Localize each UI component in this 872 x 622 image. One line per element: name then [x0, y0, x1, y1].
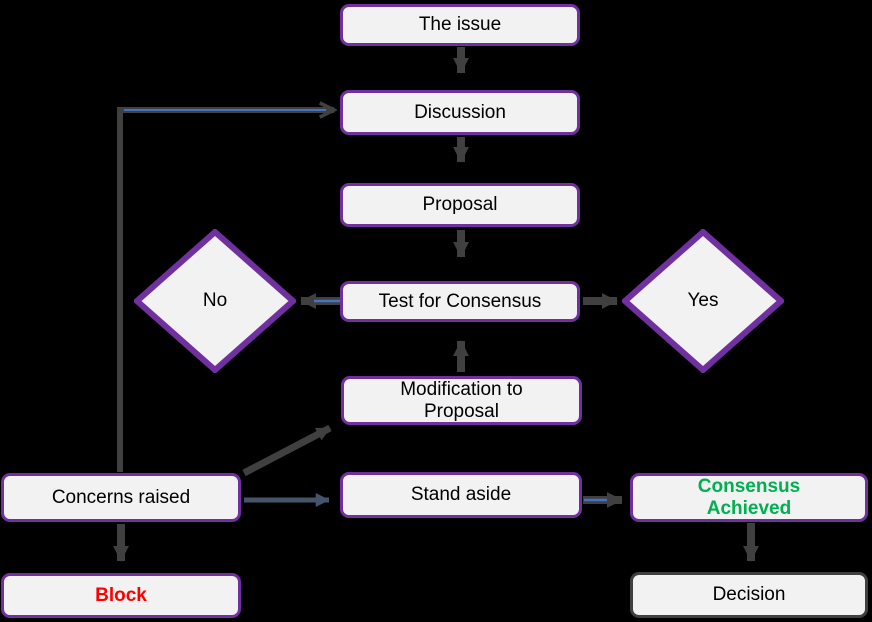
node-the-issue: The issue	[340, 4, 580, 46]
node-consensus-achieved: Consensus Achieved	[630, 473, 868, 522]
node-block: Block	[1, 573, 241, 618]
node-yes-diamond: Yes	[622, 229, 784, 373]
node-proposal: Proposal	[340, 183, 580, 227]
node-consensus-achieved-label: Consensus Achieved	[697, 476, 801, 519]
node-stand-aside: Stand aside	[340, 472, 582, 518]
node-test-for-consensus: Test for Consensus	[340, 281, 580, 322]
node-concerns-raised-label: Concerns raised	[51, 486, 191, 508]
node-modification-label: Modification to Proposal	[400, 379, 523, 422]
node-concerns-raised: Concerns raised	[1, 473, 241, 522]
node-yes-label: Yes	[687, 290, 719, 311]
arrow-concerns-to-modification	[242, 424, 332, 477]
node-no-diamond: No	[134, 229, 296, 373]
yes-diamond-shape	[622, 229, 784, 373]
node-decision-label: Decision	[712, 584, 786, 606]
node-discussion-label: Discussion	[414, 101, 506, 123]
node-discussion: Discussion	[340, 90, 580, 135]
node-block-label: Block	[95, 584, 147, 606]
node-the-issue-label: The issue	[418, 14, 502, 36]
node-decision: Decision	[630, 572, 868, 618]
node-test-for-consensus-label: Test for Consensus	[378, 290, 542, 312]
node-no-label: No	[202, 290, 228, 311]
node-proposal-label: Proposal	[422, 194, 498, 216]
no-diamond-shape	[134, 229, 296, 373]
node-modification-to-proposal: Modification to Proposal	[341, 376, 582, 425]
node-stand-aside-label: Stand aside	[410, 484, 512, 506]
